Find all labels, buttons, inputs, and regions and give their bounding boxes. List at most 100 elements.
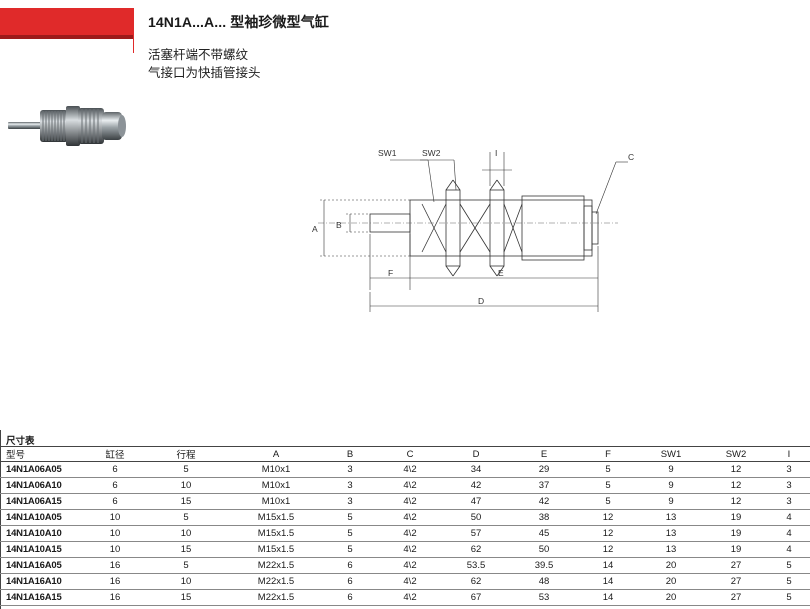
table-cell: 45 <box>510 525 578 542</box>
table-cell: 12 <box>578 525 638 542</box>
table-cell: 10 <box>88 525 142 542</box>
table-cell: 3 <box>768 477 810 494</box>
table-cell: 5 <box>142 509 230 526</box>
table-cell: 13 <box>638 525 704 542</box>
table-cell: 16 <box>88 573 142 590</box>
table-cell: 5 <box>142 557 230 574</box>
table-cell: 4\2 <box>378 477 442 494</box>
table-cell: 15 <box>142 589 230 606</box>
table-cell: M15x1.5 <box>230 509 322 526</box>
table-cell: 6 <box>88 461 142 478</box>
table-cell: 4\2 <box>378 525 442 542</box>
column-header: SW1 <box>638 447 704 462</box>
table-cell: 5 <box>768 573 810 590</box>
table-cell: 20 <box>638 589 704 606</box>
table-cell: M22x1.5 <box>230 589 322 606</box>
table-cell: 4\2 <box>378 461 442 478</box>
table-cell: 9 <box>638 477 704 494</box>
label-sw2: SW2 <box>422 148 441 158</box>
table-cell: 10 <box>142 573 230 590</box>
table-cell: 14 <box>578 573 638 590</box>
table-cell: 4 <box>768 525 810 542</box>
table-cell: 53 <box>510 589 578 606</box>
header-accent-bar <box>0 8 133 35</box>
table-cell: 15 <box>142 493 230 510</box>
cylinder-product-photo <box>8 106 126 146</box>
table-cell: 4 <box>768 509 810 526</box>
table-cell: 5 <box>768 589 810 606</box>
column-header: 型号 <box>0 447 88 462</box>
table-cell: 15 <box>142 541 230 558</box>
column-header: B <box>322 447 378 462</box>
model-cell: 14N1A06A15 <box>0 493 88 510</box>
table-cell: 6 <box>322 573 378 590</box>
page-title: 14N1A...A... 型袖珍微型气缸 <box>148 14 329 30</box>
model-cell: 14N1A16A10 <box>0 573 88 590</box>
table-cell: 67 <box>442 589 510 606</box>
model-cell: 14N1A06A10 <box>0 477 88 494</box>
table-cell: 16 <box>88 557 142 574</box>
table-caption: 尺寸表 <box>6 436 35 447</box>
table-cell: M22x1.5 <box>230 573 322 590</box>
table-cell: 4 <box>768 541 810 558</box>
table-cell: 39.5 <box>510 557 578 574</box>
header-accent-shadow <box>0 35 133 39</box>
description-line-1: 活塞杆端不带螺纹 <box>148 48 249 62</box>
column-header: E <box>510 447 578 462</box>
dimension-drawing: SW1 SW2 I C A B F E D <box>312 148 634 312</box>
table-cell: 4\2 <box>378 541 442 558</box>
label-i: I <box>495 148 497 158</box>
table-cell: 57 <box>442 525 510 542</box>
model-cell: 14N1A10A10 <box>0 525 88 542</box>
table-cell: 3 <box>322 461 378 478</box>
table-cell: 29 <box>510 461 578 478</box>
table-cell: 5 <box>142 461 230 478</box>
column-header: C <box>378 447 442 462</box>
table-cell: 5 <box>578 461 638 478</box>
table-cell: 50 <box>510 541 578 558</box>
table-cell: 9 <box>638 493 704 510</box>
column-header: 行程 <box>142 447 230 462</box>
table-cell: 3 <box>322 477 378 494</box>
table-cell: 19 <box>704 509 768 526</box>
table-cell: M10x1 <box>230 493 322 510</box>
table-cell: 47 <box>442 493 510 510</box>
table-cell: 27 <box>704 573 768 590</box>
label-f: F <box>388 268 393 278</box>
table-cell: M15x1.5 <box>230 525 322 542</box>
table-cell: 27 <box>704 589 768 606</box>
table-cell: M10x1 <box>230 477 322 494</box>
table-cell: 5 <box>768 557 810 574</box>
table-cell: 5 <box>322 525 378 542</box>
label-e: E <box>498 268 504 278</box>
table-cell: 38 <box>510 509 578 526</box>
table-cell: 20 <box>638 557 704 574</box>
column-header: I <box>768 447 810 462</box>
table-top-border <box>0 446 810 447</box>
table-cell: 19 <box>704 541 768 558</box>
column-header: 缸径 <box>88 447 142 462</box>
table-cell: 53.5 <box>442 557 510 574</box>
table-cell: 16 <box>88 589 142 606</box>
column-header: D <box>442 447 510 462</box>
table-cell: 13 <box>638 541 704 558</box>
table-cell: 62 <box>442 573 510 590</box>
table-cell: 6 <box>322 589 378 606</box>
table-cell: 19 <box>704 525 768 542</box>
table-cell: 12 <box>578 541 638 558</box>
description-line-2: 气接口为快插管接头 <box>148 66 261 80</box>
table-cell: 37 <box>510 477 578 494</box>
table-cell: 4\2 <box>378 557 442 574</box>
table-cell: 34 <box>442 461 510 478</box>
table-cell: 10 <box>88 541 142 558</box>
label-d: D <box>478 296 484 306</box>
header-accent-tick <box>133 8 134 53</box>
